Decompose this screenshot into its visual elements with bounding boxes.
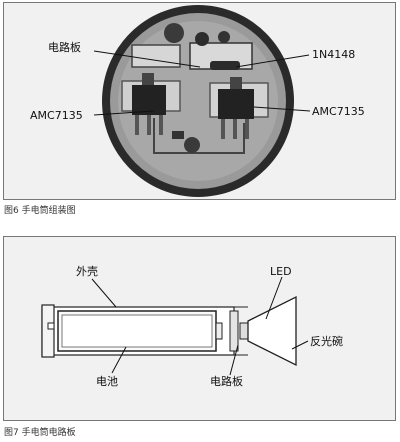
label-diode: 1N4148 — [312, 48, 355, 61]
led-shape — [239, 322, 249, 340]
label-reflector: 反光碗 — [310, 334, 343, 348]
label-led: LED — [270, 265, 292, 278]
label-circuit-board-7: 电路板 — [210, 374, 243, 388]
driver-board-photo: 电路板 1N4148 AMC7135 AMC7135 — [30, 5, 365, 197]
figure-6-caption: 图6 手电筒组装图 — [4, 206, 76, 216]
flashlight-diagram: 外壳 LED 反光碗 电池 电路板 — [41, 264, 343, 388]
label-chip-left: AMC7135 — [30, 109, 83, 122]
label-shell: 外壳 — [76, 264, 98, 278]
figure-7-caption: 图7 手电筒电路板 — [4, 428, 76, 438]
diode-component — [210, 61, 240, 70]
reflector-shape — [247, 295, 297, 367]
label-circuit-board: 电路板 — [48, 40, 81, 54]
label-battery: 电池 — [96, 375, 118, 388]
figure-6-panel: 电路板 1N4148 AMC7135 AMC7135 — [3, 2, 396, 200]
figure-7-panel: 外壳 LED 反光碗 电池 电路板 — [3, 236, 396, 421]
label-chip-right: AMC7135 — [312, 105, 365, 118]
circuit-board-shape — [229, 310, 239, 352]
amc7135-left-chip — [132, 73, 166, 135]
amc7135-right-chip — [218, 77, 254, 139]
